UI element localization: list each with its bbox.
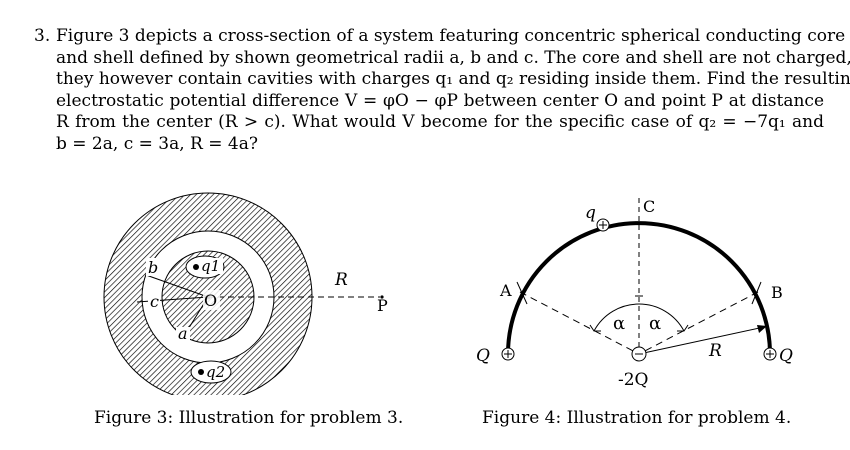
- label-minus-2q: -2Q: [618, 370, 649, 390]
- problem-line-4: electrostatic potential difference V = φ…: [56, 90, 824, 111]
- cavity-q2: [190, 360, 232, 384]
- label-q1: q1: [201, 257, 220, 275]
- charge-q-left-plus: [501, 347, 515, 361]
- problem-line-6: b = 2a, c = 3a, R = 4a?: [56, 133, 258, 154]
- label-a: a: [178, 324, 188, 343]
- problem-line-1: Figure 3 depicts a cross-section of a sy…: [56, 26, 846, 46]
- label-r: R: [334, 270, 348, 290]
- label-q-right: Q: [779, 346, 793, 366]
- figure-3-diagram: b c a O q1 q2 R P: [103, 192, 388, 395]
- figure-4-caption: Figure 4: Illustration for problem 4.: [482, 408, 792, 428]
- problem-line-3: they however contain cavities with charg…: [56, 69, 850, 89]
- label-q2: q2: [206, 363, 225, 381]
- problem-line-2: and shell defined by shown geometrical r…: [56, 47, 850, 68]
- problem-line-5: R from the center (R > c). What would V …: [56, 112, 824, 132]
- figure-4-diagram: q C A B α α R Q Q -2Q: [476, 197, 793, 390]
- label-q-small: q: [585, 203, 596, 223]
- label-b: b: [148, 258, 158, 277]
- label-c-top: C: [643, 197, 655, 216]
- charge-q-right-plus: [763, 347, 777, 361]
- line-oa: [519, 291, 640, 355]
- label-q-left: Q: [476, 346, 490, 366]
- problem-lines: Figure 3 depicts a cross-section of a sy…: [56, 26, 850, 155]
- label-r-radius: R: [708, 341, 722, 361]
- label-alpha-left: α: [613, 313, 625, 334]
- label-c: c: [150, 292, 159, 311]
- label-alpha-right: α: [649, 313, 661, 334]
- charge-minus-2q: [631, 346, 647, 362]
- radius-arrow: [638, 326, 765, 355]
- charge-q-plus: [596, 218, 610, 232]
- problem-number: 3.: [34, 26, 51, 46]
- label-center-o: O: [204, 291, 217, 310]
- point-p-marker: [380, 295, 384, 299]
- line-ob: [638, 291, 759, 355]
- label-p: P: [377, 296, 388, 315]
- label-b-right: B: [771, 283, 783, 302]
- angle-arc: [593, 303, 685, 332]
- figure-3-caption: Figure 3: Illustration for problem 3.: [94, 408, 404, 428]
- label-a-left: A: [499, 281, 512, 300]
